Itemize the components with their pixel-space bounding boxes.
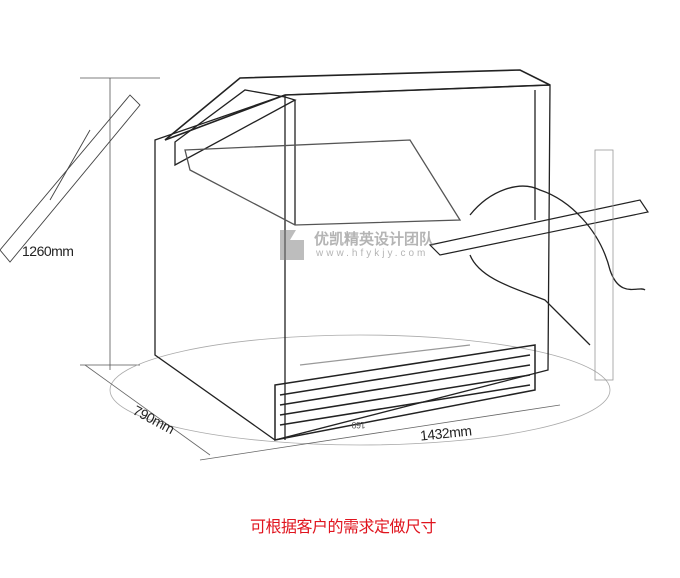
vertical-scale-icon: [594, 149, 614, 381]
floor-ellipse: [109, 334, 611, 446]
base-dimension-lines: [84, 364, 561, 461]
height-dimension-lines: [80, 77, 160, 370]
cabinet-body: [154, 69, 551, 441]
hand-with-pencil-icon: [428, 185, 649, 346]
vent-grille: [274, 344, 536, 441]
watermark-logo-icon: [280, 230, 304, 260]
watermark-url: www.hfykjy.com: [316, 248, 429, 259]
custom-size-caption: 可根据客户的需求定做尺寸: [250, 517, 437, 536]
watermark-name: 优凯精英设计团队: [314, 230, 435, 248]
ruler-icon: [0, 94, 141, 263]
ruler-label: 160: [352, 420, 366, 430]
height-dimension-label: 1260mm: [22, 243, 74, 259]
